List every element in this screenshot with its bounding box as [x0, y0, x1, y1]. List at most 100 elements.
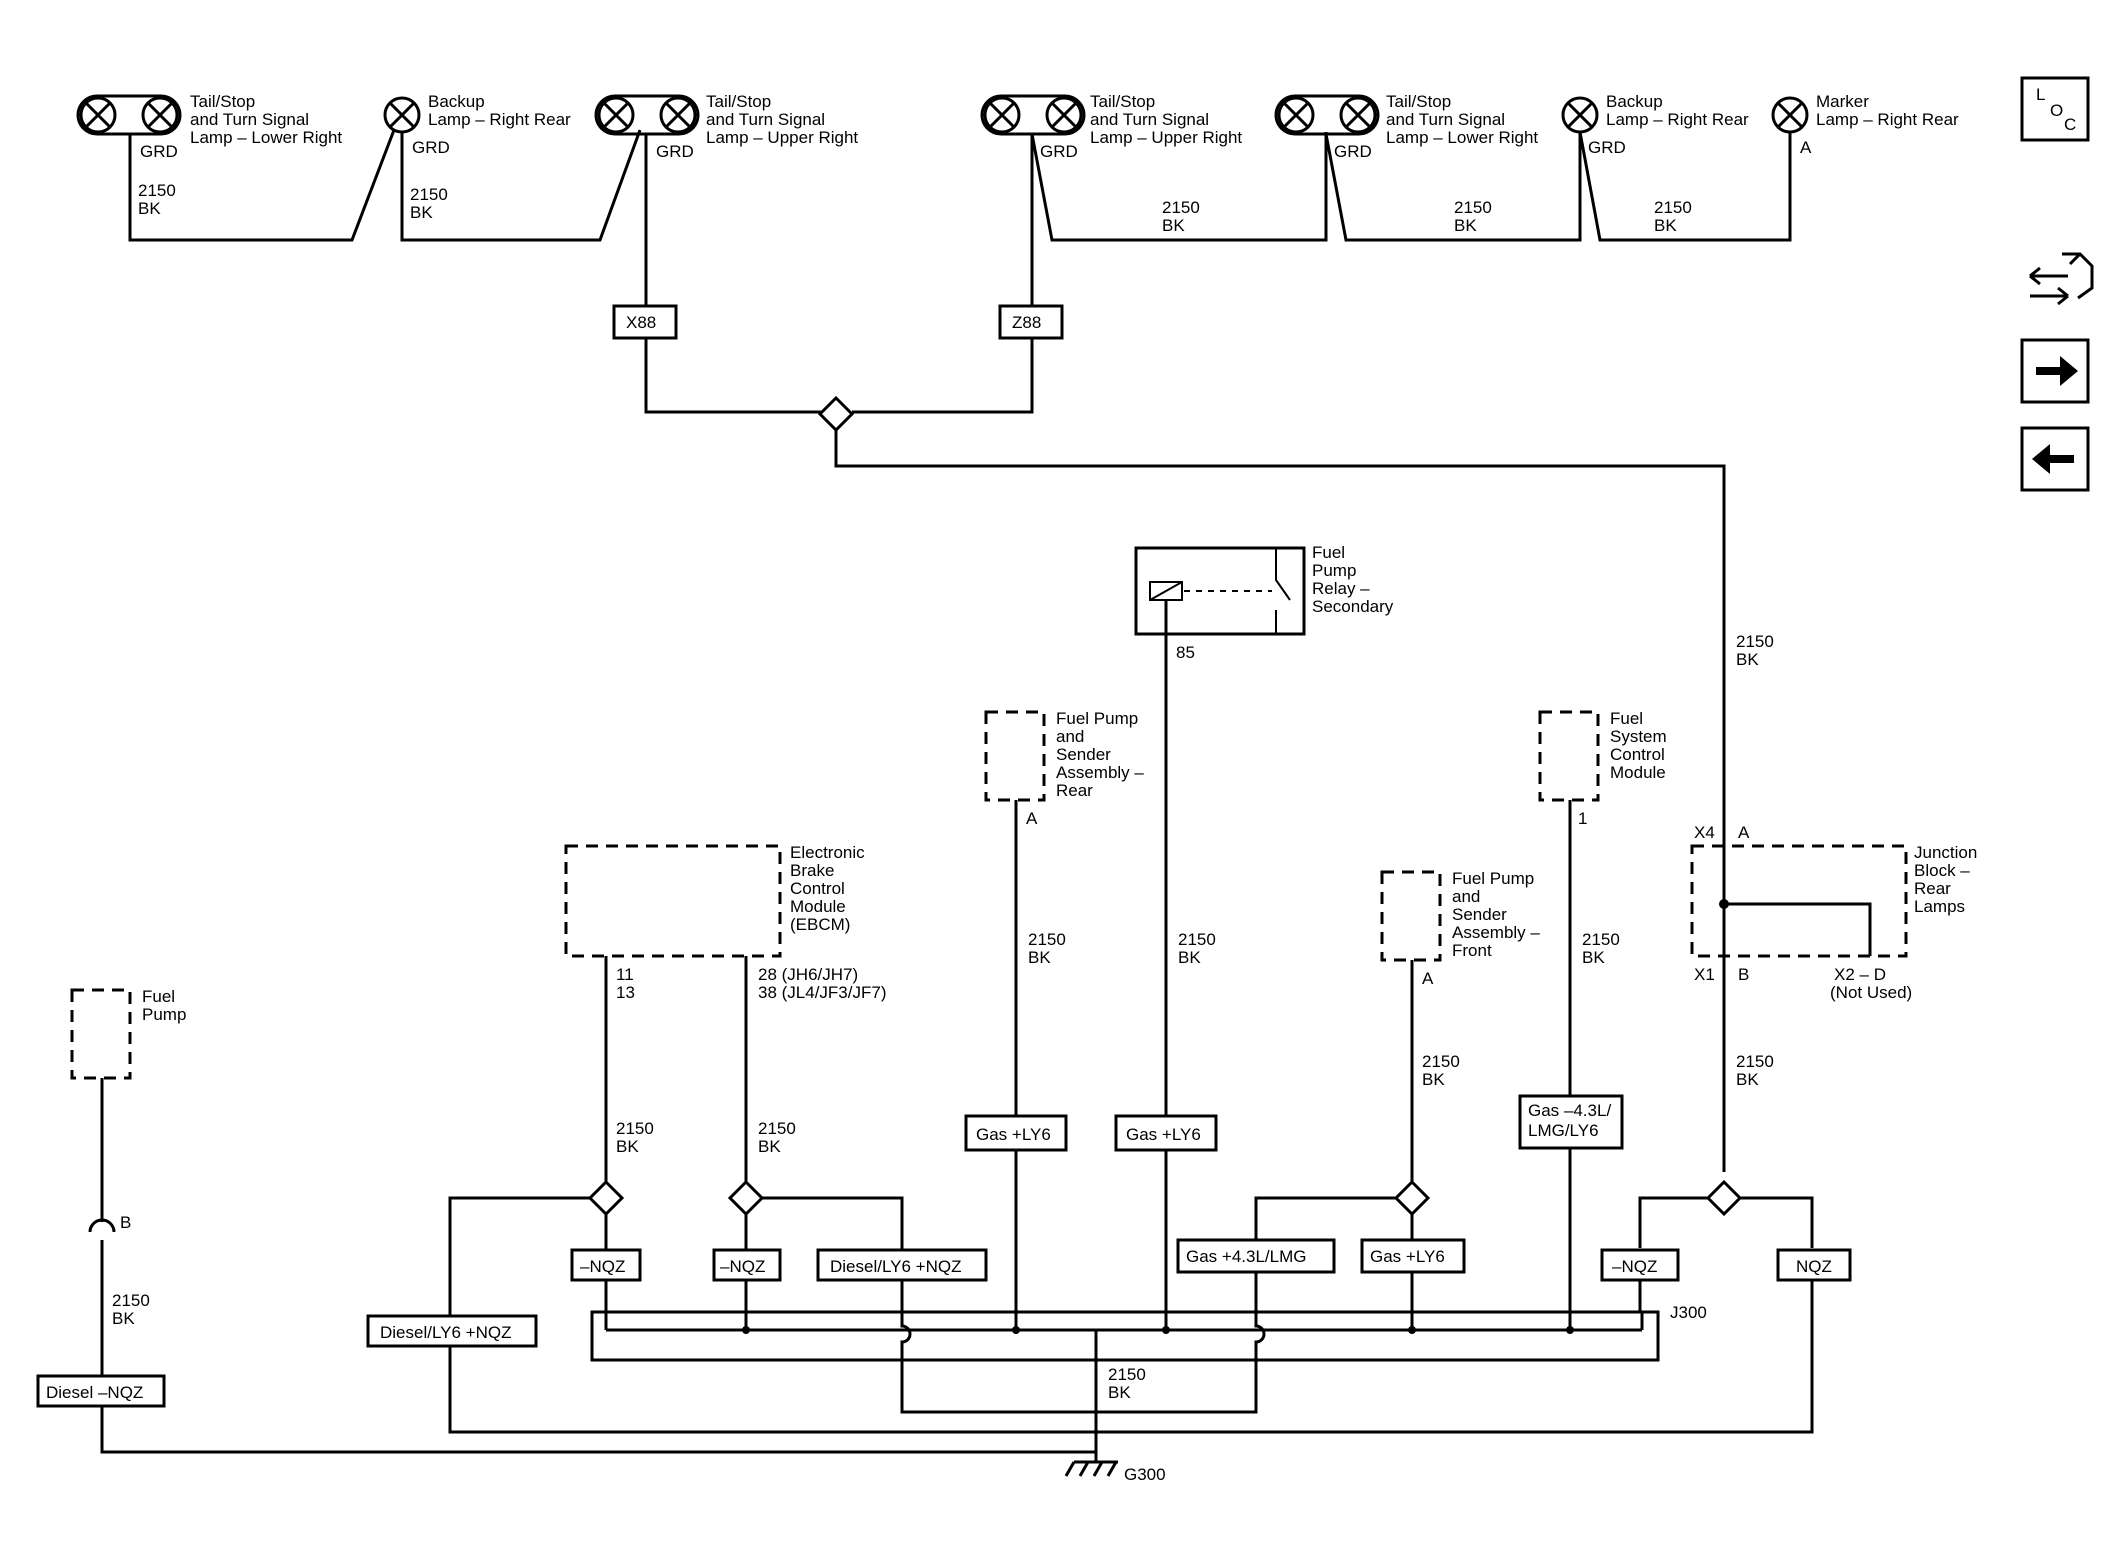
svg-text:Control: Control — [790, 879, 845, 898]
svg-text:Relay –: Relay – — [1312, 579, 1370, 598]
svg-text:and: and — [1056, 727, 1084, 746]
svg-text:Fuel: Fuel — [1312, 543, 1345, 562]
svg-text:Tail/Stop: Tail/Stop — [1386, 92, 1451, 111]
svg-text:BK: BK — [1654, 216, 1677, 235]
svg-text:X2 – D: X2 – D — [1834, 965, 1886, 984]
svg-text:2150: 2150 — [1736, 632, 1774, 651]
svg-text:2150: 2150 — [1178, 930, 1216, 949]
svg-text:Electronic: Electronic — [790, 843, 865, 862]
svg-text:BK: BK — [1178, 948, 1201, 967]
svg-text:O: O — [2050, 101, 2063, 120]
svg-text:Fuel Pump: Fuel Pump — [1452, 869, 1534, 888]
ground-g300: G300 — [1064, 1445, 1166, 1484]
splice-diamond-ebcm-right — [727, 1179, 765, 1217]
svg-text:Fuel Pump: Fuel Pump — [1056, 709, 1138, 728]
svg-text:C: C — [2064, 115, 2076, 134]
svg-text:2150: 2150 — [1736, 1052, 1774, 1071]
svg-text:B: B — [1738, 965, 1749, 984]
lamp-backup-right-rear-2: Backup Lamp – Right Rear GRD — [1561, 92, 1749, 157]
svg-text:and: and — [1452, 887, 1480, 906]
svg-text:Lamp – Upper Right: Lamp – Upper Right — [706, 128, 858, 147]
lamp-tail-stop-lower-right-1: Tail/Stop and Turn Signal Lamp – Lower R… — [76, 92, 342, 161]
svg-text:and Turn Signal: and Turn Signal — [1090, 110, 1209, 129]
svg-text:Lamp – Right Rear: Lamp – Right Rear — [1606, 110, 1749, 129]
svg-text:J300: J300 — [1670, 1303, 1707, 1322]
svg-text:GRD: GRD — [1040, 142, 1078, 161]
connector-icon[interactable] — [2029, 252, 2094, 306]
svg-text:Front: Front — [1452, 941, 1492, 960]
svg-text:A: A — [1800, 138, 1812, 157]
lamp-tail-stop-lower-right-2: Tail/Stop and Turn Signal Lamp – Lower R… — [1274, 92, 1538, 161]
svg-text:GRD: GRD — [1588, 138, 1626, 157]
svg-text:BK: BK — [616, 1137, 639, 1156]
lamp-backup-right-rear-1: Backup Lamp – Right Rear GRD — [383, 92, 571, 157]
svg-text:B: B — [120, 1213, 131, 1232]
svg-text:38 (JL4/JF3/JF7): 38 (JL4/JF3/JF7) — [758, 983, 887, 1002]
option-diesel-ly6-nqz-2: Diesel/LY6 +NQZ — [380, 1323, 511, 1342]
option-diesel-neg-nqz: Diesel –NQZ — [46, 1383, 143, 1402]
fuel-pump-relay-secondary: Fuel Pump Relay – Secondary 85 — [1134, 543, 1394, 662]
fuel-pump-sender-front: Fuel Pump and Sender Assembly – Front A — [1380, 869, 1540, 988]
svg-text:2150: 2150 — [1162, 198, 1200, 217]
svg-text:Secondary: Secondary — [1312, 597, 1394, 616]
svg-text:LMG/LY6: LMG/LY6 — [1528, 1121, 1599, 1140]
svg-text:Lamps: Lamps — [1914, 897, 1965, 916]
svg-text:A: A — [1738, 823, 1750, 842]
svg-text:2150: 2150 — [410, 185, 448, 204]
lamp-tail-stop-upper-right-2: Tail/Stop and Turn Signal Lamp – Upper R… — [980, 92, 1242, 161]
svg-text:Assembly –: Assembly – — [1452, 923, 1540, 942]
svg-text:Fuel: Fuel — [1610, 709, 1643, 728]
option-gas-ly6-2: Gas +LY6 — [1126, 1125, 1201, 1144]
svg-text:BK: BK — [758, 1137, 781, 1156]
svg-text:2150: 2150 — [1028, 930, 1066, 949]
svg-text:BK: BK — [112, 1309, 135, 1328]
option-diesel-ly6-nqz-1: Diesel/LY6 +NQZ — [830, 1257, 961, 1276]
svg-text:BK: BK — [1422, 1070, 1445, 1089]
svg-text:Fuel: Fuel — [142, 987, 175, 1006]
svg-text:Brake: Brake — [790, 861, 834, 880]
option-neg-nqz-1: –NQZ — [580, 1257, 625, 1276]
svg-text:A: A — [1026, 809, 1038, 828]
svg-text:GRD: GRD — [656, 142, 694, 161]
forward-arrow-icon[interactable] — [2020, 338, 2090, 404]
svg-text:Sender: Sender — [1056, 745, 1111, 764]
svg-text:GRD: GRD — [412, 138, 450, 157]
svg-text:Block –: Block – — [1914, 861, 1970, 880]
svg-text:1: 1 — [1578, 809, 1587, 828]
ebcm-module: Electronic Brake Control Module (EBCM) 1… — [564, 843, 887, 1002]
svg-text:BK: BK — [1736, 1070, 1759, 1089]
svg-text:L: L — [2036, 85, 2045, 104]
svg-text:2150: 2150 — [1108, 1365, 1146, 1384]
svg-text:2150: 2150 — [1454, 198, 1492, 217]
svg-text:Module: Module — [1610, 763, 1666, 782]
svg-text:Control: Control — [1610, 745, 1665, 764]
loc-button[interactable]: L O C — [2020, 76, 2090, 142]
svg-text:2150: 2150 — [1654, 198, 1692, 217]
splice-diamond-junction — [1705, 1179, 1743, 1217]
option-neg-nqz-2: –NQZ — [720, 1257, 765, 1276]
fuel-pump-sender-rear: Fuel Pump and Sender Assembly – Rear A — [984, 709, 1144, 828]
svg-text:GRD: GRD — [1334, 142, 1372, 161]
fuel-system-control-module: Fuel System Control Module 1 — [1538, 709, 1667, 828]
splice-diamond-pump-front — [1393, 1179, 1431, 1217]
option-gas-ly6-1: Gas +LY6 — [976, 1125, 1051, 1144]
svg-text:Assembly –: Assembly – — [1056, 763, 1144, 782]
svg-text:Lamp – Right Rear: Lamp – Right Rear — [428, 110, 571, 129]
svg-text:G300: G300 — [1124, 1465, 1166, 1484]
option-neg-nqz-3: –NQZ — [1612, 1257, 1657, 1276]
svg-text:Pump: Pump — [1312, 561, 1356, 580]
svg-text:Lamp – Upper Right: Lamp – Upper Right — [1090, 128, 1242, 147]
svg-text:X1: X1 — [1694, 965, 1715, 984]
svg-text:2150: 2150 — [758, 1119, 796, 1138]
svg-text:2150: 2150 — [1582, 930, 1620, 949]
svg-text:BK: BK — [1162, 216, 1185, 235]
option-gas-43-lmg: Gas +4.3L/LMG — [1186, 1247, 1306, 1266]
svg-text:Rear: Rear — [1914, 879, 1951, 898]
svg-text:Marker: Marker — [1816, 92, 1869, 111]
back-arrow-icon[interactable] — [2020, 426, 2090, 492]
connector-x88: X88 — [626, 313, 656, 332]
svg-text:Tail/Stop: Tail/Stop — [190, 92, 255, 111]
fuel-pump-module: Fuel Pump B — [70, 987, 186, 1232]
option-nqz: NQZ — [1796, 1257, 1832, 1276]
